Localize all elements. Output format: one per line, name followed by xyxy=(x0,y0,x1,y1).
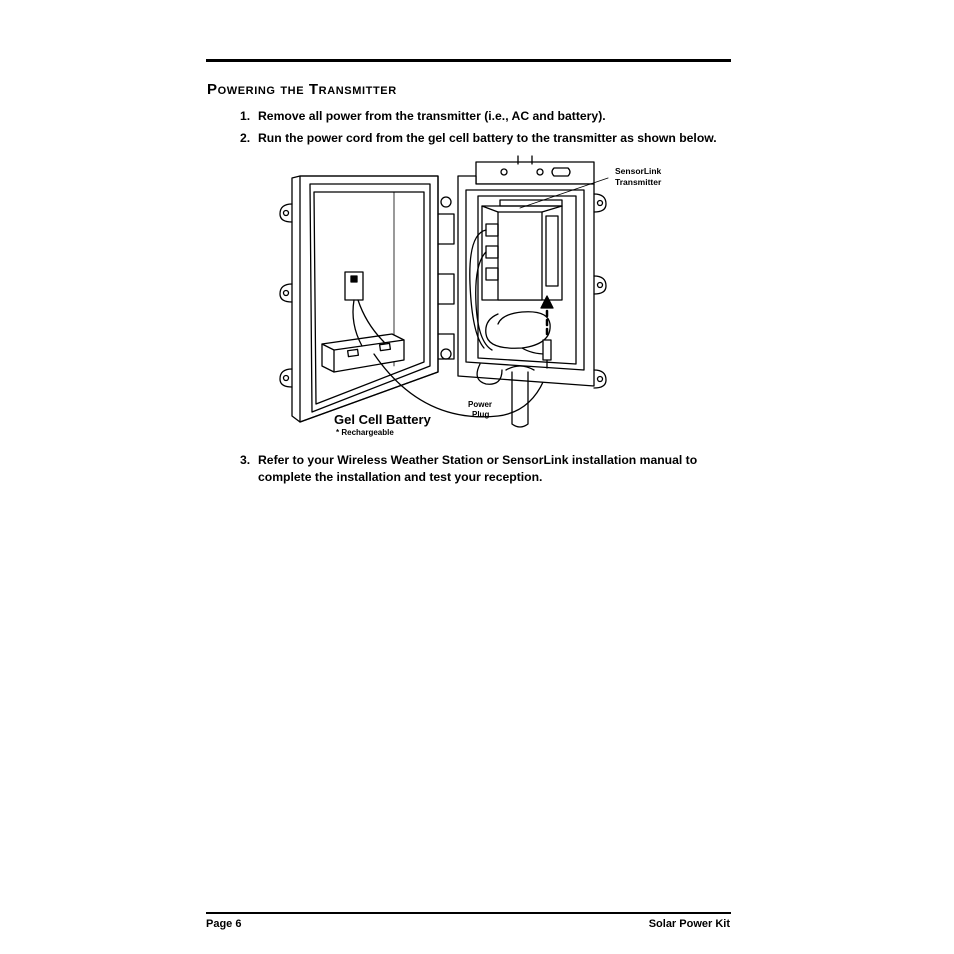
enclosure-illustration xyxy=(279,155,609,428)
transmitter-label-1: SensorLink xyxy=(615,166,662,176)
step-text: Remove all power from the transmitter (i… xyxy=(258,109,606,123)
top-rule xyxy=(206,59,731,62)
document-title: Solar Power Kit xyxy=(648,918,730,930)
step-number: 1. xyxy=(240,109,251,123)
enclosure-body xyxy=(457,155,609,428)
step-text: Run the power cord from the gel cell bat… xyxy=(258,131,717,145)
section-title: Powering the Transmitter xyxy=(207,81,397,98)
enclosure-diagram: SensorLink Transmitter Gel Cell Battery … xyxy=(262,154,682,444)
transmitter-label-2: Transmitter xyxy=(615,177,662,187)
step-number: 2. xyxy=(240,131,251,145)
plug-label-2: Plug xyxy=(472,410,490,419)
battery-label: Gel Cell Battery xyxy=(334,412,431,427)
battery-note: * Rechargeable xyxy=(336,428,394,437)
step-number: 3. xyxy=(240,453,251,467)
page-number: Page 6 xyxy=(206,918,242,930)
step-text: Refer to your Wireless Weather Station o… xyxy=(258,453,698,484)
plug-label-1: Power xyxy=(468,400,493,409)
enclosure-door xyxy=(279,175,545,423)
bottom-rule xyxy=(206,912,731,914)
